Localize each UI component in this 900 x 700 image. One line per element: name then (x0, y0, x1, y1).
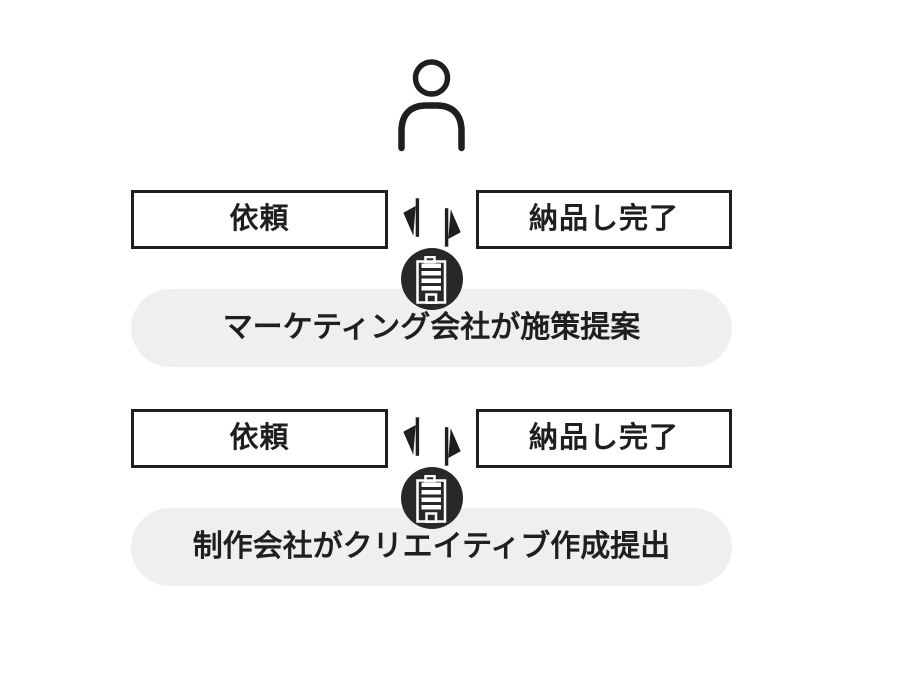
request-box: 依頼 (131, 409, 388, 468)
up-arrow-icon (444, 427, 461, 466)
description-label: マーケティング会社が施策提案 (222, 311, 641, 344)
up-arrow-icon (444, 208, 461, 247)
delivery-box: 納品し完了 (476, 190, 732, 249)
delivery-box: 納品し完了 (476, 409, 732, 468)
delivery-label: 納品し完了 (528, 422, 679, 454)
person-icon (398, 59, 465, 152)
flow-row-marketing: 依頼 納品し完了 (0, 190, 900, 390)
description-label: 制作会社がクリエイティブ作成提出 (192, 530, 671, 563)
down-arrow-icon (403, 417, 420, 456)
exchange-arrows-icon (403, 417, 461, 466)
down-arrow-icon (403, 198, 420, 237)
building-icon (416, 474, 447, 523)
company-badge (401, 467, 463, 529)
flow-row-production: 依頼 納品し完了 (0, 409, 900, 609)
description-pill: 制作会社がクリエイティブ作成提出 (131, 508, 732, 586)
request-label: 依頼 (229, 422, 290, 454)
building-icon (416, 255, 447, 304)
company-badge (401, 248, 463, 310)
request-label: 依頼 (229, 203, 290, 235)
request-box: 依頼 (131, 190, 388, 249)
delivery-label: 納品し完了 (528, 203, 679, 235)
exchange-arrows-icon (403, 198, 461, 247)
